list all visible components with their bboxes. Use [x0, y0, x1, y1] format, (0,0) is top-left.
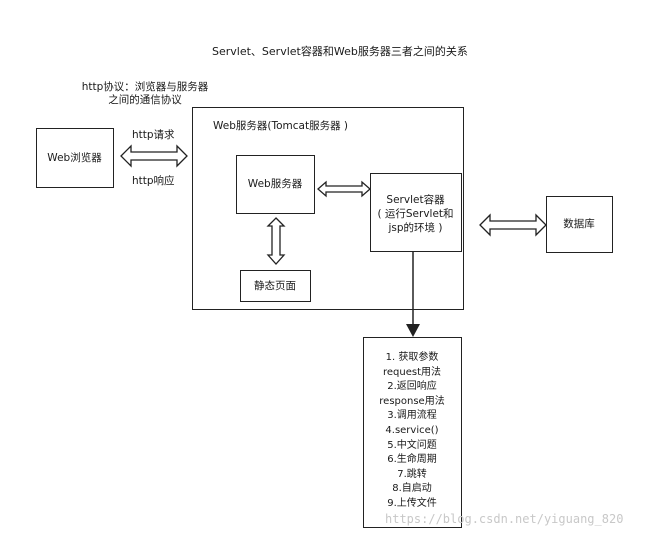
web-browser-label: Web浏览器	[47, 152, 102, 164]
http-protocol-line2: 之间的通信协议	[108, 94, 182, 106]
database-box: 数据库	[546, 196, 613, 253]
servlet-container-line3: jsp的环境 )	[388, 222, 443, 234]
servlet-topics-arrow-head	[406, 324, 420, 337]
http-protocol-line1: http协议：浏览器与服务器	[81, 81, 209, 93]
topic-item: 9.上传文件	[387, 497, 437, 509]
servlet-topics-list: 1. 获取参数 request用法 2.返回响应 response用法 3.调用…	[366, 351, 458, 512]
watermark: https://blog.csdn.net/yiguang_820	[385, 512, 624, 526]
topic-item: 7.跳转	[397, 468, 427, 480]
topic-item: 3.调用流程	[387, 410, 437, 422]
topic-item: 4.service()	[385, 424, 439, 436]
topic-item: response用法	[379, 395, 445, 407]
topic-item: 1. 获取参数	[385, 352, 439, 363]
database-label: 数据库	[563, 218, 595, 230]
topic-item: 5.中文问题	[387, 439, 437, 451]
diagram-title: Servlet、Servlet容器和Web服务器三者之间的关系	[212, 45, 468, 58]
webserver-servlet-double-arrow	[317, 180, 371, 198]
static-page-label: 静态页面	[254, 280, 296, 292]
servlet-container-line2: ( 运行Servlet和	[377, 208, 454, 220]
browser-server-double-arrow	[120, 144, 188, 168]
http-protocol-note: http协议：浏览器与服务器 之间的通信协议	[70, 81, 220, 107]
web-server-tomcat-label: Web服务器(Tomcat服务器 )	[213, 120, 349, 132]
http-response-label: http响应	[132, 175, 175, 187]
webserver-static-double-arrow	[266, 217, 286, 265]
servlet-container-line1: Servlet容器	[386, 194, 445, 206]
topic-item: request用法	[382, 366, 441, 378]
topic-item: 2.返回响应	[387, 381, 437, 393]
web-browser-box: Web浏览器	[36, 128, 114, 188]
static-page-box: 静态页面	[240, 270, 311, 302]
servlet-topics-box	[363, 337, 462, 528]
web-server-inner-box: Web服务器	[236, 155, 315, 214]
servlet-database-double-arrow	[479, 213, 547, 237]
http-request-label: http请求	[132, 129, 175, 141]
topic-item: 8.自启动	[392, 483, 432, 495]
servlet-container-box: Servlet容器 ( 运行Servlet和 jsp的环境 )	[370, 173, 462, 252]
topic-item: 6.生命周期	[387, 454, 437, 466]
web-server-inner-label: Web服务器	[247, 178, 303, 190]
